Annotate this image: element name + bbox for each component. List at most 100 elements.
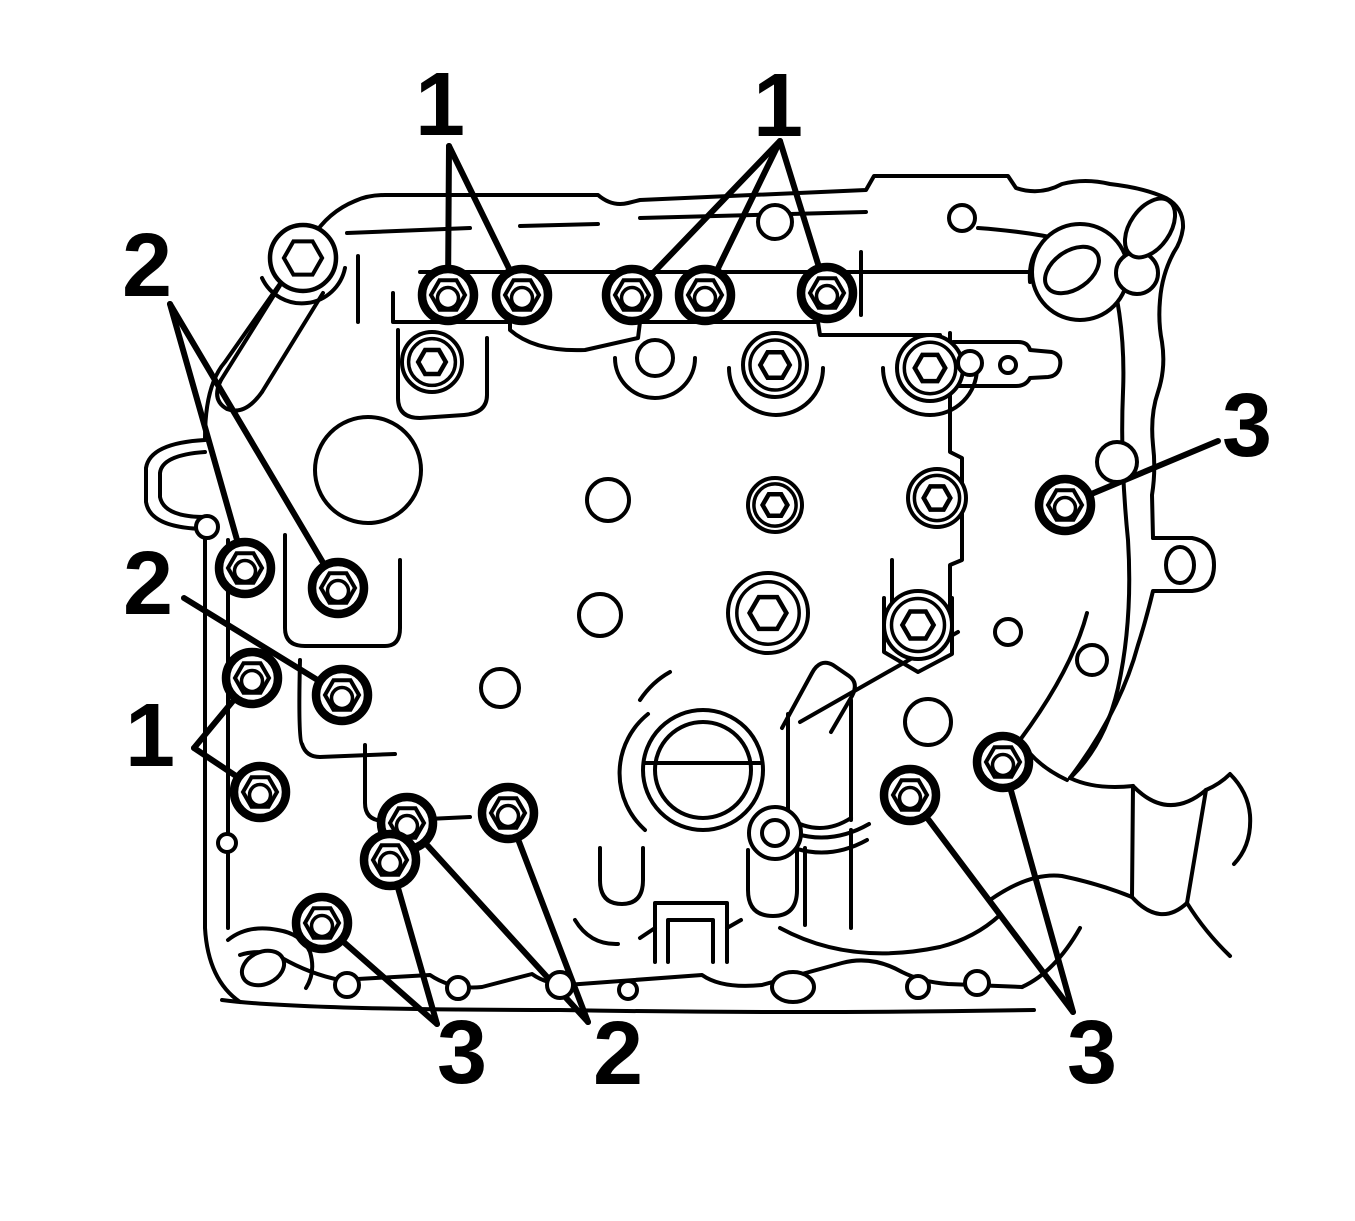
lower-right-wave bbox=[988, 873, 1134, 902]
slotted-plug-boss-arcs bbox=[617, 670, 672, 832]
plug-hex-socket bbox=[921, 484, 953, 512]
u-channel-1 bbox=[598, 846, 645, 906]
boss-bolt bbox=[267, 222, 339, 294]
leader-line-callout-2 bbox=[167, 301, 248, 571]
callout-label-2: 2 bbox=[122, 216, 172, 316]
hole bbox=[760, 818, 790, 848]
hole bbox=[577, 592, 623, 638]
solenoid-lower-body bbox=[803, 828, 853, 930]
flange-bolt bbox=[477, 782, 539, 844]
hex-socket-plug bbox=[726, 571, 810, 655]
bolt-head-crown bbox=[990, 752, 1016, 778]
hole bbox=[998, 355, 1018, 375]
housing-ear-outer bbox=[144, 438, 207, 531]
oval-hole bbox=[239, 948, 287, 988]
oval-hole bbox=[1043, 244, 1101, 296]
flange-bolt bbox=[417, 264, 479, 326]
hole bbox=[993, 617, 1023, 647]
hole bbox=[479, 667, 521, 709]
hole bbox=[1095, 440, 1139, 484]
plug-pocket-arcs bbox=[613, 356, 979, 417]
hole bbox=[903, 697, 953, 747]
hex-socket-plug bbox=[400, 330, 464, 394]
gate-bracket bbox=[638, 901, 743, 964]
boss-hex bbox=[281, 239, 325, 277]
bolt-head-crown bbox=[239, 668, 265, 694]
callout-label-3: 3 bbox=[437, 1003, 487, 1103]
flange-bolt bbox=[674, 264, 736, 326]
pocket-circle bbox=[313, 415, 423, 525]
bolt-head-crown bbox=[619, 285, 645, 311]
cylinder-sides bbox=[1130, 784, 1208, 905]
flange-bolt bbox=[491, 264, 553, 326]
bolt-head-crown bbox=[897, 785, 923, 811]
boss-arc bbox=[260, 266, 347, 306]
callout-label-2: 2 bbox=[593, 1004, 643, 1104]
pillar-outer bbox=[1068, 256, 1132, 780]
bolt-head-crown bbox=[435, 285, 461, 311]
plug-hex-socket bbox=[912, 352, 948, 384]
hole bbox=[333, 971, 361, 999]
oval-hole bbox=[1164, 545, 1196, 585]
hole bbox=[445, 975, 471, 1001]
plug-hex-socket bbox=[899, 609, 937, 641]
hole bbox=[756, 203, 794, 241]
pan-wave-large bbox=[778, 913, 1002, 956]
flange-bolt bbox=[359, 829, 421, 891]
fasteners bbox=[194, 196, 1196, 1004]
hex-socket-plug bbox=[895, 333, 965, 403]
cylinder-top bbox=[1131, 784, 1208, 807]
plug-hex-socket bbox=[415, 347, 449, 377]
bolt-head-crown bbox=[329, 685, 355, 711]
bolt-head-crown bbox=[232, 558, 258, 584]
u-channel-2 bbox=[746, 848, 799, 918]
slotted-plug-outer bbox=[641, 708, 765, 832]
leader-line-callout-2 bbox=[181, 595, 345, 698]
hole bbox=[1075, 643, 1109, 677]
hole bbox=[545, 970, 575, 1000]
callout-label-1: 1 bbox=[125, 686, 175, 786]
hex-socket-plug bbox=[746, 476, 804, 534]
leader-line-callout-3 bbox=[1000, 759, 1076, 1015]
callout-label-2: 2 bbox=[123, 534, 173, 634]
terrace-2 bbox=[297, 658, 397, 759]
cylinder-join bbox=[1068, 776, 1135, 789]
oval-hole bbox=[1122, 196, 1178, 260]
pan-flange-outer-edge bbox=[220, 998, 1036, 1014]
slotted-plug-inner bbox=[653, 720, 753, 820]
sensor-assembly bbox=[951, 340, 1063, 388]
flange-bolt bbox=[972, 731, 1034, 793]
hole bbox=[635, 338, 675, 378]
oval-hole bbox=[770, 970, 816, 1004]
flange-bolt bbox=[796, 262, 858, 324]
housing-left-lower bbox=[203, 527, 242, 1004]
bolt-head-crown bbox=[692, 285, 718, 311]
flange-bolt bbox=[229, 761, 291, 823]
hole bbox=[617, 979, 639, 1001]
bolt-head-crown bbox=[814, 283, 840, 309]
flange-bolt bbox=[1034, 474, 1096, 536]
hole bbox=[963, 969, 991, 997]
plug-hex-socket bbox=[760, 491, 790, 519]
plate-bracket bbox=[396, 328, 489, 420]
arm-edges bbox=[219, 282, 325, 394]
hole bbox=[956, 349, 984, 377]
callout-label-1: 1 bbox=[415, 55, 465, 155]
flange-bolt bbox=[291, 892, 353, 954]
flange-bolt bbox=[879, 764, 941, 826]
cylinder-bottom bbox=[1130, 895, 1189, 917]
callout-label-3: 3 bbox=[1222, 376, 1272, 476]
flange-bolt bbox=[214, 537, 276, 599]
hole bbox=[905, 974, 931, 1000]
flange-bolt bbox=[221, 647, 283, 709]
hole bbox=[585, 477, 631, 523]
bolt-head-crown bbox=[247, 782, 273, 808]
bolt-head-crown bbox=[309, 913, 335, 939]
terrace-1 bbox=[283, 533, 402, 648]
bolt-rail-steps bbox=[391, 291, 942, 353]
flange-bolt bbox=[601, 264, 663, 326]
flange-bolt bbox=[307, 557, 369, 619]
plug-hex-socket bbox=[747, 594, 789, 632]
